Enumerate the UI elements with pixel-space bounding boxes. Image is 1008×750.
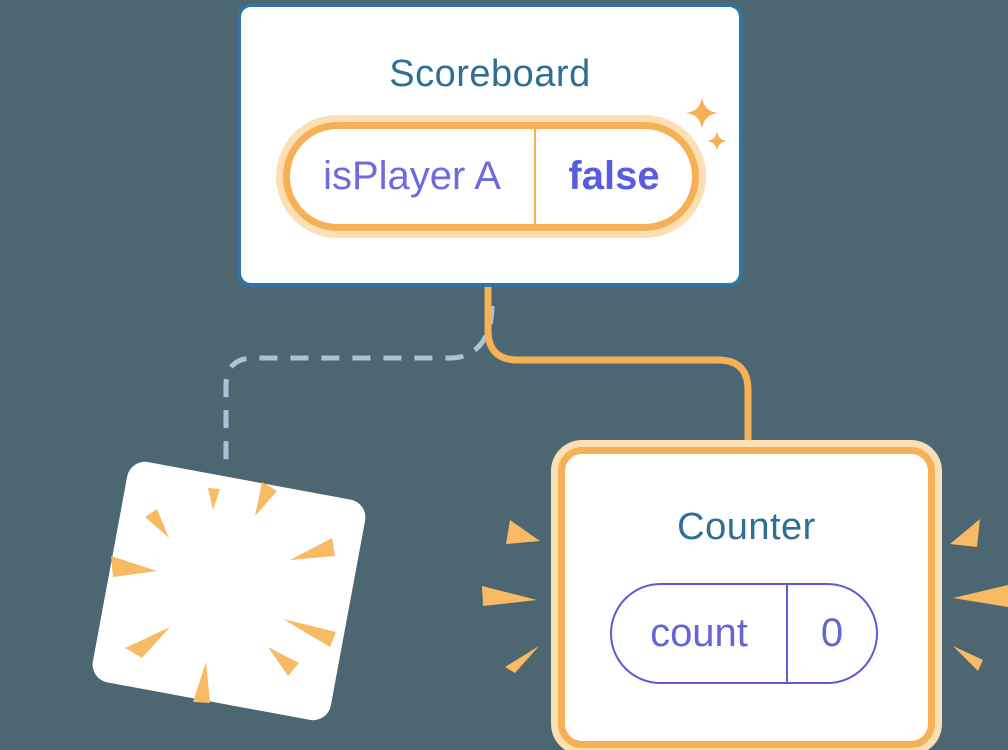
counter-card: Counter count 0: [558, 447, 935, 748]
destroyed-component-card: [89, 458, 369, 724]
dashed-connector-line: [223, 305, 495, 472]
scoreboard-state-label: isPlayer A: [290, 129, 536, 224]
scoreboard-card: Scoreboard isPlayer A false: [237, 3, 743, 287]
emphasis-burst-icon: [482, 520, 540, 673]
counter-state-value: 0: [820, 611, 844, 655]
counter-title: Counter: [677, 506, 816, 548]
scoreboard-title: Scoreboard: [389, 53, 591, 95]
counter-state-pill: count 0: [610, 583, 878, 684]
scoreboard-state-value: false: [568, 154, 660, 198]
counter-state-label: count: [612, 585, 788, 682]
emphasis-burst-icon: [950, 519, 1008, 671]
scoreboard-state-pill: isPlayer A false: [283, 122, 699, 231]
solid-connector-line: [484, 284, 752, 452]
